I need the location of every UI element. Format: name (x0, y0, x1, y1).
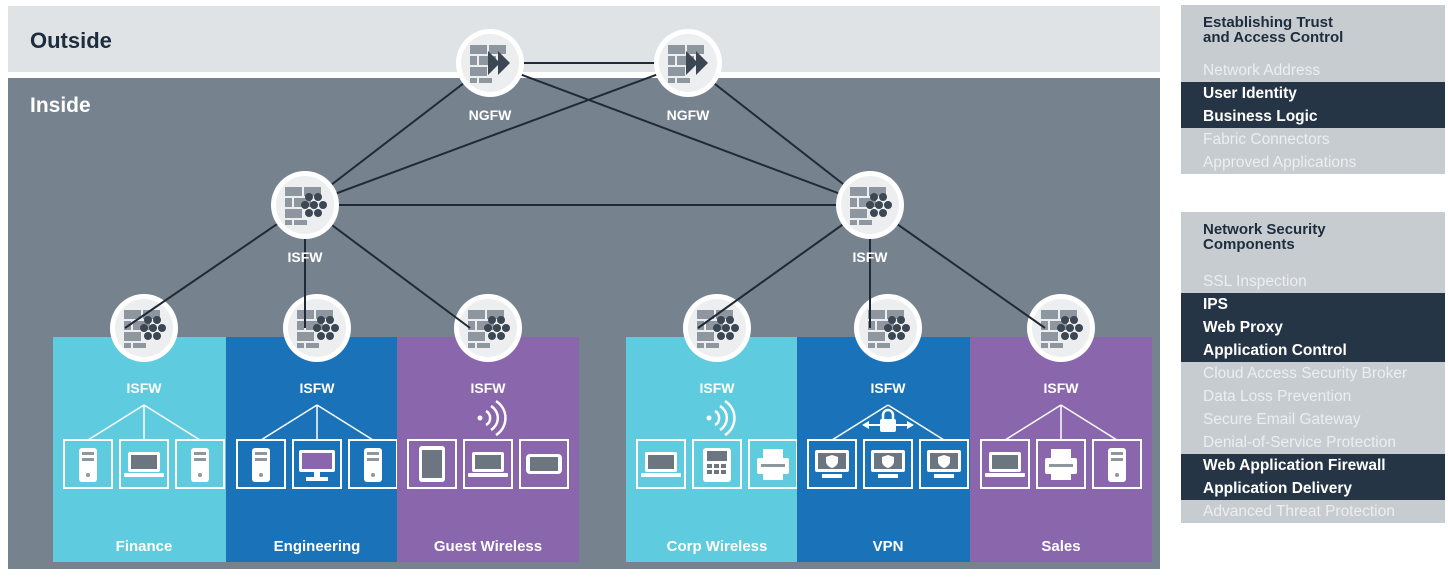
segment-vpn[interactable]: ISFW VPN (797, 294, 979, 562)
wired-link-tree (260, 404, 374, 441)
segment-name: Corp Wireless (667, 538, 768, 555)
segment-isfw-node[interactable] (1027, 294, 1095, 362)
wired-link-tree (87, 404, 201, 441)
security-item: Data Loss Prevention (1181, 385, 1445, 408)
isfw-left-node[interactable] (271, 171, 339, 239)
trust-item: Business Logic (1181, 105, 1445, 128)
segments: ISFW Finance ISFW Engineering ISFW Guest Wire… (53, 294, 1152, 562)
vpn-lock-icon (831, 404, 945, 441)
inside-label: Inside (30, 94, 91, 117)
segment-isfw-label: ISFW (1044, 380, 1080, 396)
security-section: Network Security Components SSL Inspecti… (1181, 212, 1445, 523)
segment-block (797, 337, 979, 562)
laptop-icon[interactable] (463, 439, 513, 489)
ngfw-left-label: NGFW (469, 107, 513, 123)
outside-zone (8, 6, 1160, 72)
segment-isfw-label: ISFW (127, 380, 163, 396)
trust-item: User Identity (1181, 82, 1445, 105)
segment-name: Sales (1041, 538, 1080, 555)
security-item: Cloud Access Security Broker (1181, 362, 1445, 385)
segment-sales[interactable]: ISFW Sales (970, 294, 1152, 562)
segment-isfw-node[interactable] (110, 294, 178, 362)
laptop-icon[interactable] (636, 439, 686, 489)
segment-isfw-label: ISFW (300, 380, 336, 396)
tablet-icon[interactable] (407, 439, 457, 489)
ngfw-right-node[interactable] (654, 29, 722, 97)
secure-workstation-icon[interactable] (863, 439, 913, 489)
outside-label: Outside (30, 28, 112, 53)
segment-isfw-label: ISFW (700, 380, 736, 396)
isfw-right-node[interactable] (836, 171, 904, 239)
segment-isfw-label: ISFW (471, 380, 507, 396)
wired-link-tree (1004, 404, 1118, 441)
segment-finance[interactable]: ISFW Finance (53, 294, 235, 562)
ngfw-left-node[interactable] (456, 29, 524, 97)
ngfw-right-label: NGFW (667, 107, 711, 123)
trust-section: Establishing Trust and Access Control Ne… (1181, 5, 1445, 174)
segment-engineering[interactable]: ISFW Engineering (226, 294, 408, 562)
segment-isfw-label: ISFW (871, 380, 907, 396)
segment-name: Guest Wireless (434, 538, 542, 555)
security-item: IPS (1181, 293, 1445, 316)
segment-corp-wireless[interactable]: ISFW Corp Wireless (626, 294, 808, 562)
trust-item: Network Address (1181, 59, 1445, 82)
phone-icon[interactable] (519, 439, 569, 489)
isfw-right-label: ISFW (853, 249, 889, 265)
trust-item: Approved Applications (1181, 151, 1445, 174)
segment-name: Finance (116, 538, 173, 555)
segment-isfw-node[interactable] (854, 294, 922, 362)
security-item: Application Control (1181, 339, 1445, 362)
security-item: Secure Email Gateway (1181, 408, 1445, 431)
segment-isfw-node[interactable] (683, 294, 751, 362)
segment-name: Engineering (274, 538, 361, 555)
security-section-title: Network Security Components (1181, 212, 1445, 270)
security-item: Advanced Threat Protection (1181, 500, 1445, 523)
wireless-icon (706, 399, 736, 437)
security-item: Denial-of-Service Protection (1181, 431, 1445, 454)
security-item: Application Delivery (1181, 477, 1445, 500)
trust-item: Fabric Connectors (1181, 128, 1445, 151)
wireless-icon (477, 399, 507, 437)
segment-guest-wireless[interactable]: ISFW Guest Wireless (397, 294, 579, 562)
desk-phone-icon[interactable] (692, 439, 742, 489)
segment-name: VPN (873, 538, 904, 555)
segment-isfw-node[interactable] (283, 294, 351, 362)
legend-panel: Establishing Trust and Access Control Ne… (1181, 0, 1445, 577)
security-item: Web Application Firewall (1181, 454, 1445, 477)
segment-isfw-node[interactable] (454, 294, 522, 362)
trust-section-title: Establishing Trust and Access Control (1181, 5, 1445, 59)
isfw-left-label: ISFW (288, 249, 324, 265)
security-item: Web Proxy (1181, 316, 1445, 339)
security-item: SSL Inspection (1181, 270, 1445, 293)
